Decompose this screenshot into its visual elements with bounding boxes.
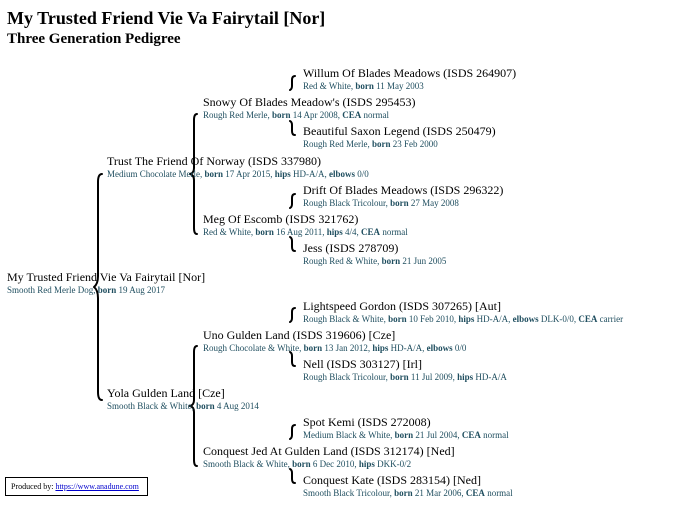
dog-name[interactable]: Nell (ISDS 303127) [Irl]: [303, 357, 422, 371]
pedigree-entry-sire-sire-dam: Beautiful Saxon Legend (ISDS 250479) Rou…: [303, 124, 496, 150]
pedigree-entry-sire-dam-dam: Jess (ISDS 278709) Rough Red & White, bo…: [303, 241, 446, 267]
dog-name[interactable]: Beautiful Saxon Legend (ISDS 250479): [303, 124, 496, 138]
pedigree-entry-sire-sire: Snowy Of Blades Meadow's (ISDS 295453) R…: [203, 95, 415, 121]
dog-name[interactable]: Spot Kemi (ISDS 272008): [303, 415, 431, 429]
pedigree-entry-dam-sire-dam: Nell (ISDS 303127) [Irl] Rough Black Tri…: [303, 357, 507, 383]
pedigree-entry-dam-dam-sire: Spot Kemi (ISDS 272008) Medium Black & W…: [303, 415, 509, 441]
dog-name[interactable]: Drift Of Blades Meadows (ISDS 296322): [303, 183, 504, 197]
dog-info: Smooth Black Tricolour, born 21 Mar 2006…: [303, 488, 513, 498]
dog-info: Rough Red Merle, born 14 Apr 2008, CEA n…: [203, 110, 390, 120]
dog-info: Rough Black & White, born 10 Feb 2010, h…: [303, 314, 624, 324]
page-title: My Trusted Friend Vie Va Fairytail [Nor]: [7, 8, 326, 28]
dog-info: Smooth Black & White, born 6 Dec 2010, h…: [203, 459, 412, 469]
pedigree-entry-sire-dam-sire: Drift Of Blades Meadows (ISDS 296322) Ro…: [303, 183, 503, 209]
pedigree-entry-sire-sire-sire: Willum Of Blades Meadows (ISDS 264907) R…: [303, 66, 516, 92]
pedigree-entry-subject: My Trusted Friend Vie Va Fairytail [Nor]…: [7, 270, 205, 296]
dog-name[interactable]: Trust The Friend Of Norway (ISDS 337980): [107, 154, 321, 168]
produced-by-box: Produced by: https://www.anadune.com: [5, 477, 148, 496]
pedigree-entry-sire: Trust The Friend Of Norway (ISDS 337980)…: [107, 154, 369, 180]
dog-info: Rough Red Merle, born 23 Feb 2000: [303, 139, 438, 149]
pedigree-entry-dam-sire: Uno Gulden Land (ISDS 319606) [Cze] Roug…: [203, 328, 466, 354]
dog-info: Rough Black Tricolour, born 11 Jul 2009,…: [303, 372, 507, 382]
dog-info: Red & White, born 16 Aug 2011, hips 4/4,…: [203, 227, 408, 237]
dog-info: Red & White, born 11 May 2003: [303, 81, 424, 91]
dog-name[interactable]: Snowy Of Blades Meadow's (ISDS 295453): [203, 95, 416, 109]
dog-name[interactable]: Conquest Jed At Gulden Land (ISDS 312174…: [203, 444, 455, 458]
pedigree-entry-dam-dam-dam: Conquest Kate (ISDS 283154) [Ned] Smooth…: [303, 473, 513, 499]
dog-name[interactable]: Uno Gulden Land (ISDS 319606) [Cze]: [203, 328, 396, 342]
pedigree-entry-dam-dam: Conquest Jed At Gulden Land (ISDS 312174…: [203, 444, 455, 470]
brace-sss: [289, 75, 296, 91]
produced-by-link[interactable]: https://www.anadune.com: [55, 482, 139, 491]
dog-name[interactable]: Lightspeed Gordon (ISDS 307265) [Aut]: [303, 299, 501, 313]
dog-name[interactable]: Willum Of Blades Meadows (ISDS 264907): [303, 66, 517, 80]
pedigree-entry-sire-dam: Meg Of Escomb (ISDS 321762) Red & White,…: [203, 212, 408, 238]
brace-sire: [189, 113, 198, 235]
brace-subject: [93, 173, 103, 401]
dog-info: Smooth Black & White, born 4 Aug 2014: [107, 401, 259, 411]
pedigree-entry-dam: Yola Gulden Land [Cze] Smooth Black & Wh…: [107, 386, 259, 412]
dog-name[interactable]: Yola Gulden Land [Cze]: [107, 386, 225, 400]
brace-dds: [289, 424, 296, 440]
dog-info: Rough Black Tricolour, born 27 May 2008: [303, 198, 459, 208]
brace-ddd: [289, 468, 296, 484]
dog-info: Rough Red & White, born 21 Jun 2005: [303, 256, 447, 266]
dog-info: Rough Chocolate & White, born 13 Jan 201…: [203, 343, 467, 353]
dog-name[interactable]: My Trusted Friend Vie Va Fairytail [Nor]: [7, 270, 206, 284]
dog-name[interactable]: Jess (ISDS 278709): [303, 241, 399, 255]
brace-dsd: [289, 351, 296, 367]
dog-info: Smooth Red Merle Dog, born 19 Aug 2017: [7, 285, 166, 295]
page-subtitle: Three Generation Pedigree: [7, 31, 181, 47]
brace-sdd: [289, 236, 296, 252]
dog-info: Medium Chocolate Merle, born 17 Apr 2015…: [107, 169, 369, 179]
brace-dss: [289, 307, 296, 323]
brace-dam: [189, 345, 198, 467]
pedigree-entry-dam-sire-sire: Lightspeed Gordon (ISDS 307265) [Aut] Ro…: [303, 299, 623, 325]
dog-name[interactable]: Meg Of Escomb (ISDS 321762): [203, 212, 359, 226]
dog-info: Medium Black & White, born 21 Jul 2004, …: [303, 430, 509, 440]
produced-by-label: Produced by:: [11, 482, 54, 491]
dog-name[interactable]: Conquest Kate (ISDS 283154) [Ned]: [303, 473, 481, 487]
brace-ssd: [289, 120, 296, 136]
brace-sds: [289, 193, 296, 209]
